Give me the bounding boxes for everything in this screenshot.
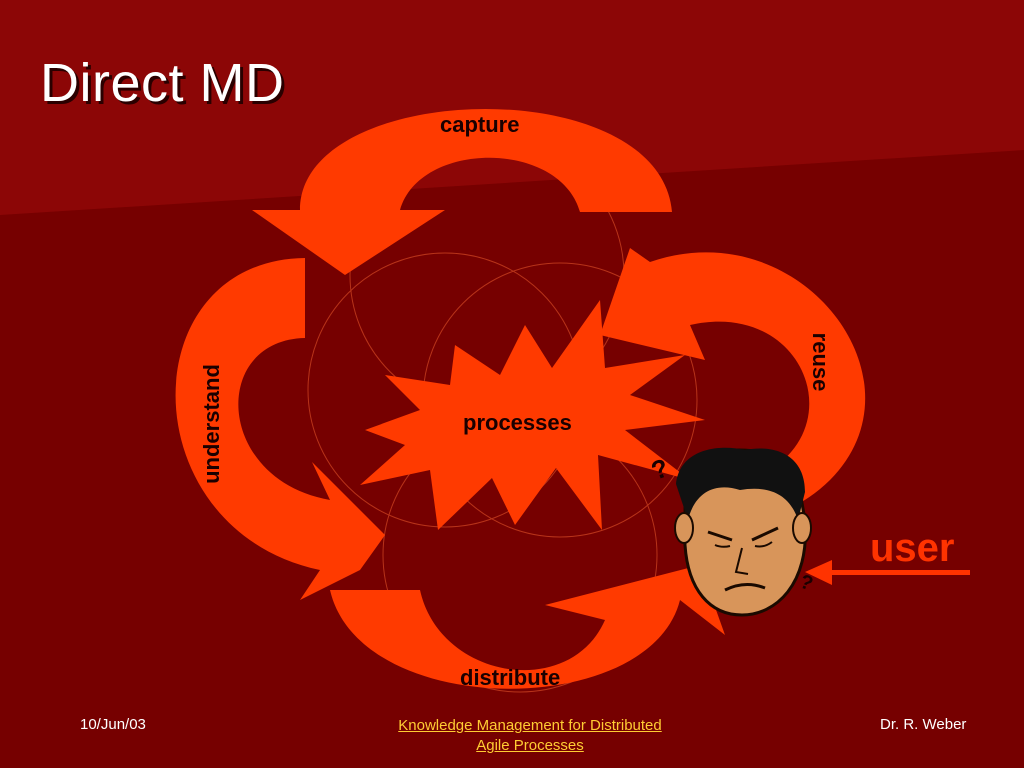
- capture-label: capture: [440, 112, 520, 137]
- capture-arrow: [252, 108, 672, 275]
- user-pointer-arrow: [805, 560, 970, 585]
- footer-date: 10/Jun/03: [80, 716, 146, 733]
- reuse-arrow: [600, 248, 866, 520]
- slide-title: Direct MD: [40, 53, 285, 113]
- footer-title-line1: Knowledge Management for Distributed: [398, 717, 662, 734]
- footer-title-line2: Agile Processes: [476, 737, 584, 754]
- understand-arrow: [175, 258, 385, 600]
- user-label: user: [870, 526, 955, 570]
- processes-starburst: [360, 300, 705, 530]
- reuse-label: reuse: [808, 332, 833, 392]
- footer-author: Dr. R. Weber: [880, 716, 967, 733]
- footer-title-link[interactable]: Knowledge Management for Distributed Agi…: [360, 716, 700, 756]
- distribute-arrow: [330, 565, 725, 689]
- user-face-icon: [674, 447, 812, 617]
- distribute-label: distribute: [460, 665, 561, 690]
- understand-label: understand: [199, 364, 224, 484]
- processes-label: processes: [463, 410, 572, 435]
